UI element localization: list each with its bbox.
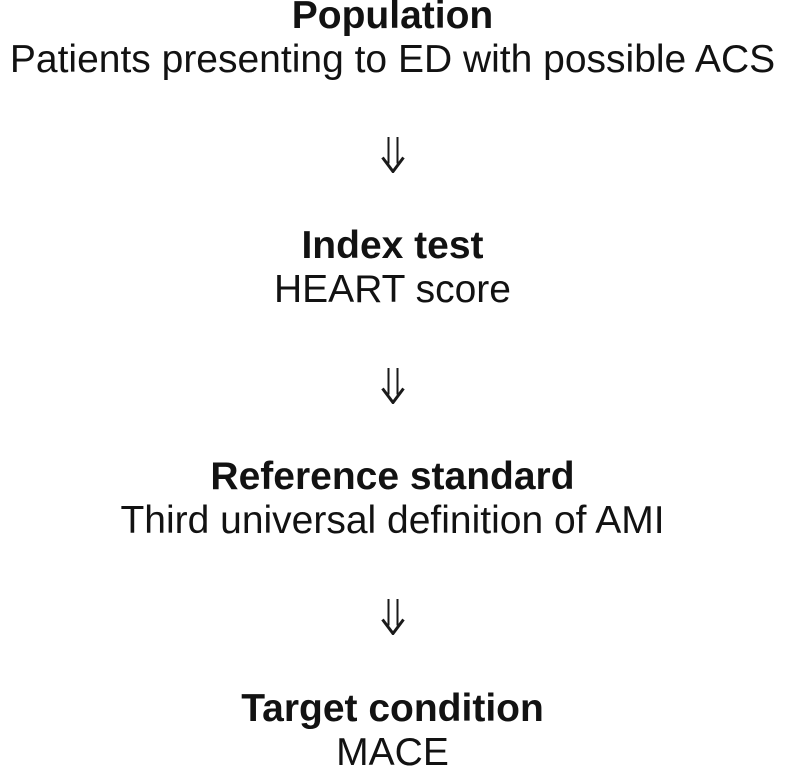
flow-connector [0, 598, 785, 635]
step-subtitle: Patients presenting to ED with possible … [9, 38, 776, 81]
step-index-test: Index test HEART score [0, 224, 785, 312]
double-down-arrow-icon [380, 137, 405, 173]
flow-connector [0, 136, 785, 173]
step-reference-standard: Reference standard Third universal defin… [0, 455, 785, 543]
step-target-condition: Target condition MACE [0, 687, 785, 775]
step-title: Reference standard [210, 455, 575, 498]
step-title: Population [291, 0, 494, 37]
step-title: Index test [301, 224, 484, 267]
step-title: Target condition [241, 687, 544, 730]
step-subtitle: MACE [336, 731, 449, 774]
step-population: Population Patients presenting to ED wit… [0, 0, 785, 82]
double-down-arrow-icon [380, 368, 405, 404]
step-subtitle: HEART score [274, 268, 511, 311]
double-down-arrow-icon [380, 599, 405, 635]
flow-connector [0, 367, 785, 404]
step-subtitle: Third universal definition of AMI [120, 499, 665, 542]
